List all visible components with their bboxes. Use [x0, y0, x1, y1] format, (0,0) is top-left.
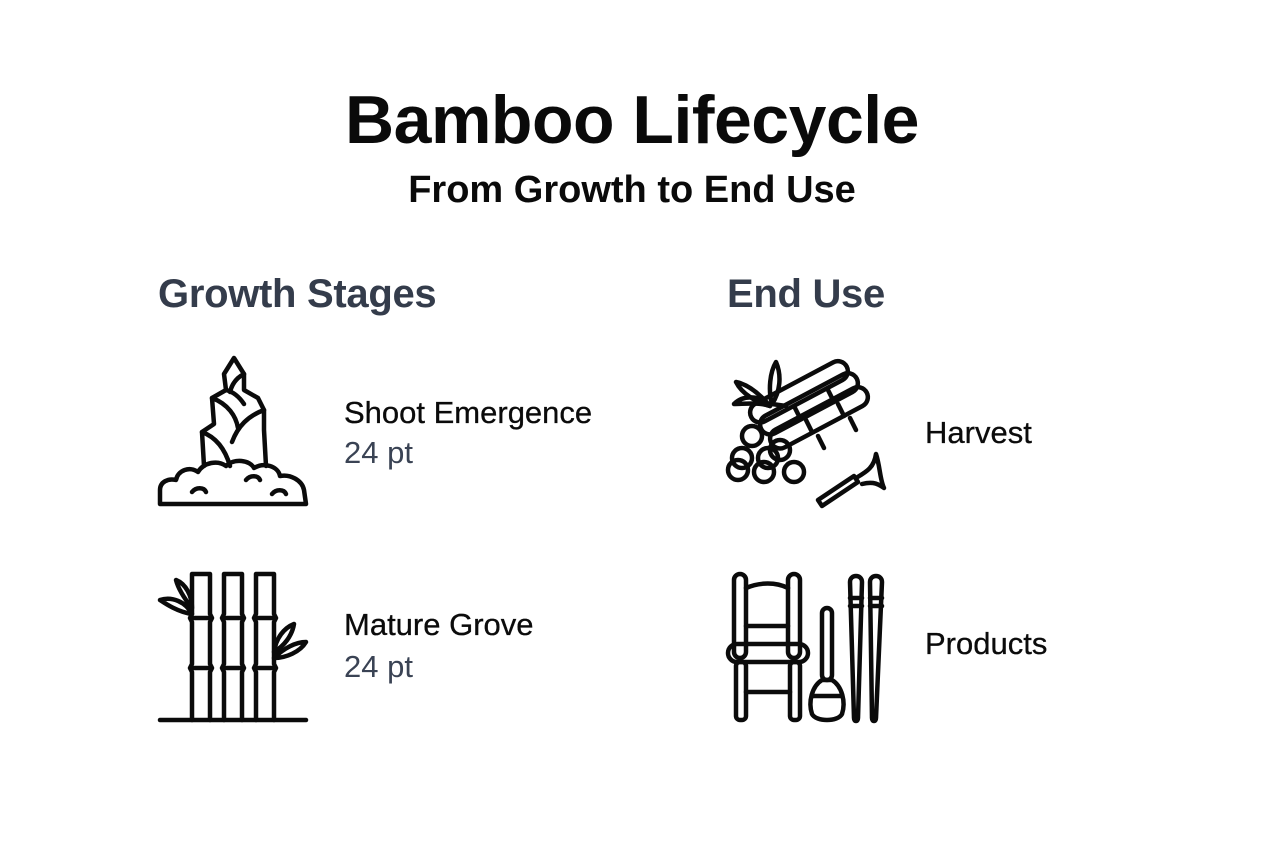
section-heading-growth-stages: Growth Stages — [158, 272, 437, 316]
section-heading-end-use: End Use — [727, 272, 885, 316]
page-title: Bamboo Lifecycle — [345, 82, 919, 158]
bamboo-grove-icon — [156, 568, 312, 728]
item-sub-mature-grove: 24 pt — [344, 649, 413, 684]
bamboo-shoot-icon — [156, 354, 312, 514]
item-label-shoot-emergence: Shoot Emergence — [344, 395, 593, 430]
item-label-mature-grove: Mature Grove — [344, 607, 534, 642]
item-label-harvest: Harvest — [925, 415, 1032, 450]
item-label-products: Products — [925, 626, 1048, 661]
harvest-bundle-sickle-icon — [724, 354, 887, 514]
page-subtitle: From Growth to End Use — [408, 169, 856, 211]
bamboo-products-icon — [724, 568, 885, 728]
item-sub-shoot-emergence: 24 pt — [344, 435, 413, 470]
